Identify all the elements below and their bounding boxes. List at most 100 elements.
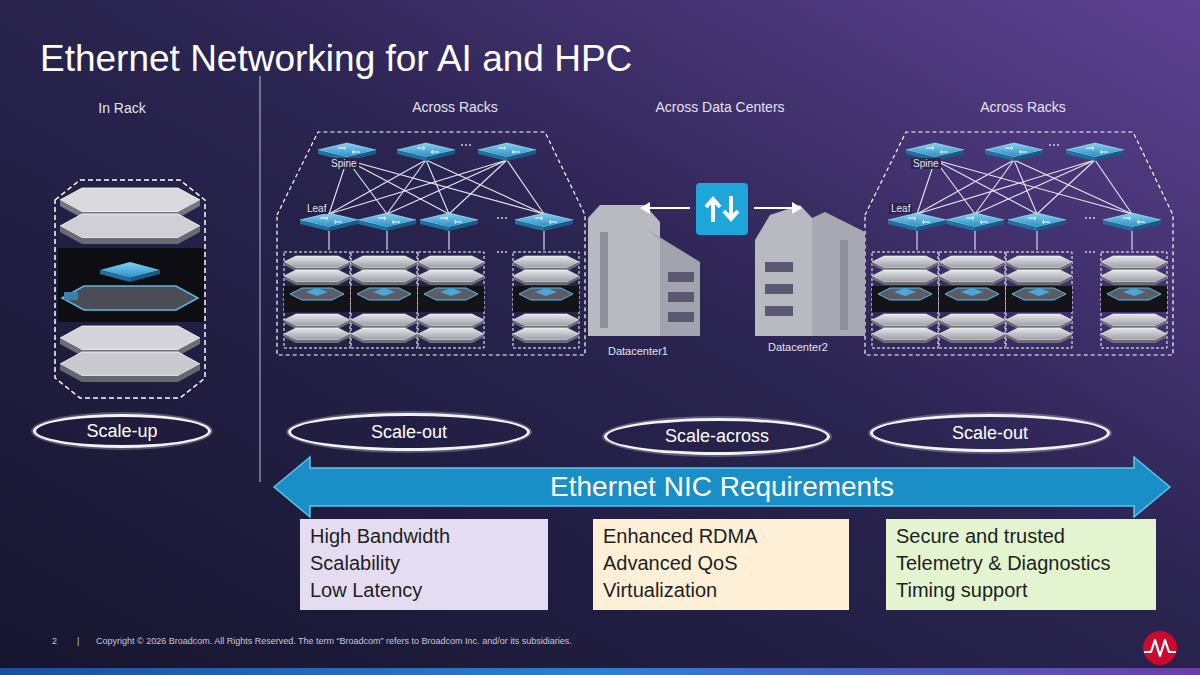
- node-text: Scale-up: [86, 421, 157, 442]
- requirements-box: Enhanced RDMAAdvanced QoSVirtualization: [593, 519, 849, 610]
- fabric-link: [1014, 160, 1132, 214]
- interconnect-arrow: [754, 207, 794, 209]
- section-label: Across Racks: [980, 99, 1066, 115]
- ellipsis-dot: [469, 144, 471, 146]
- scale-out-fabric: [939, 252, 1005, 348]
- requirement-item: Advanced QoS: [603, 550, 839, 577]
- scale-out-fabric: [888, 213, 946, 231]
- bottom-strip: [0, 668, 1200, 675]
- datacenter-building: [668, 292, 694, 302]
- ellipsis-dot: [1085, 217, 1087, 219]
- scale-up-rack: [60, 364, 200, 382]
- tier-label: Leaf: [305, 203, 328, 214]
- scale-up-rack: [60, 226, 200, 244]
- fabric-link: [1014, 160, 1037, 214]
- fabric-link: [974, 231, 975, 250]
- requirement-item: Timing support: [896, 577, 1146, 604]
- ellipsis-dot: [505, 251, 507, 253]
- scale-out-fabric: [351, 252, 417, 348]
- ellipsis-dot: [1085, 251, 1087, 253]
- scale-out-fabric: [418, 252, 484, 348]
- scale-oval: Scale-out: [288, 413, 530, 451]
- tier-label: Spine: [911, 158, 941, 169]
- requirements-arrow: Ethernet NIC Requirements: [272, 455, 1172, 519]
- datacenter-building: [668, 272, 694, 282]
- datacenter-label: Datacenter2: [768, 341, 828, 353]
- interconnect-arrow: [706, 196, 738, 222]
- ellipsis-dot: [505, 217, 507, 219]
- interconnect-arrow: [640, 202, 650, 214]
- scale-out-fabric: [1006, 252, 1072, 348]
- ellipsis-dot: [501, 217, 503, 219]
- scale-out-fabric: [277, 132, 585, 355]
- fabric-link: [387, 160, 507, 214]
- node-text: Scale-out: [371, 422, 447, 443]
- section-label: Across Racks: [412, 99, 498, 115]
- fabric-link: [916, 231, 917, 250]
- interconnect-arrow: [696, 183, 748, 235]
- datacenter-building: [648, 230, 700, 336]
- datacenter-building: [668, 312, 694, 322]
- slide-title: Ethernet Networking for AI and HPC: [40, 38, 632, 80]
- datacenter-building: [812, 212, 865, 336]
- fabric-link: [1036, 231, 1037, 250]
- interconnect-arrow: [648, 207, 690, 209]
- scale-up-rack: [60, 326, 200, 350]
- node-text: Scale-out: [952, 423, 1028, 444]
- fabric-link: [975, 160, 1095, 214]
- scale-out-fabric: [946, 213, 1004, 231]
- scale-out-fabric: [872, 252, 938, 348]
- scale-out-fabric: [515, 213, 573, 231]
- tier-label: Spine: [329, 158, 359, 169]
- section-label: In Rack: [98, 100, 145, 116]
- fabric-link: [935, 160, 975, 214]
- scale-up-rack: [55, 180, 205, 398]
- scale-out-fabric: [420, 213, 478, 231]
- fabric-link: [426, 160, 449, 214]
- requirement-item: Scalability: [310, 550, 538, 577]
- ellipsis-dot: [465, 144, 467, 146]
- datacenter-building: [600, 232, 608, 328]
- fabric-link: [1037, 160, 1095, 214]
- datacenter-building: [840, 240, 848, 330]
- requirement-item: Virtualization: [603, 577, 839, 604]
- node-text: Scale-across: [665, 426, 769, 447]
- broadcom-logo: [1144, 640, 1176, 656]
- copyright-note: Copyright © 2026 Broadcom. All Rights Re…: [96, 636, 572, 646]
- scale-out-fabric: [277, 132, 585, 355]
- ellipsis-dot: [1093, 217, 1095, 219]
- scale-out-fabric: [1101, 252, 1167, 348]
- scale-out-fabric: [985, 143, 1043, 161]
- page-number: 2: [52, 636, 57, 646]
- scale-oval: Scale-across: [604, 418, 830, 455]
- ellipsis-dot: [1089, 217, 1091, 219]
- fabric-link: [328, 231, 329, 250]
- fabric-link: [448, 231, 449, 250]
- section-label: Across Data Centers: [655, 99, 784, 115]
- requirement-item: Enhanced RDMA: [603, 523, 839, 550]
- fabric-link: [449, 160, 507, 214]
- scale-up-rack: [100, 270, 130, 282]
- requirement-item: Secure and trusted: [896, 523, 1146, 550]
- ellipsis-dot: [1053, 144, 1055, 146]
- fabric-link: [1131, 231, 1132, 250]
- ellipsis-dot: [497, 217, 499, 219]
- scale-out-fabric: [865, 132, 1173, 355]
- broadcom-logo: [1143, 631, 1177, 665]
- scale-out-fabric: [513, 252, 579, 348]
- scale-out-fabric: [865, 132, 1173, 355]
- ellipsis-dot: [1057, 144, 1059, 146]
- interconnect-arrow: [792, 202, 802, 214]
- requirement-item: High Bandwidth: [310, 523, 538, 550]
- ellipsis-dot: [1049, 144, 1051, 146]
- ellipsis-dot: [501, 251, 503, 253]
- scale-up-rack: [64, 292, 78, 300]
- datacenter-building: [588, 205, 660, 336]
- datacenter-building: [765, 262, 793, 272]
- scale-out-fabric: [1066, 143, 1124, 161]
- broadcom-logo: [1143, 631, 1177, 665]
- scale-out-fabric: [1103, 213, 1161, 231]
- datacenter-building: [765, 306, 793, 316]
- datacenter-building: [755, 205, 812, 336]
- scale-out-fabric: [397, 143, 455, 161]
